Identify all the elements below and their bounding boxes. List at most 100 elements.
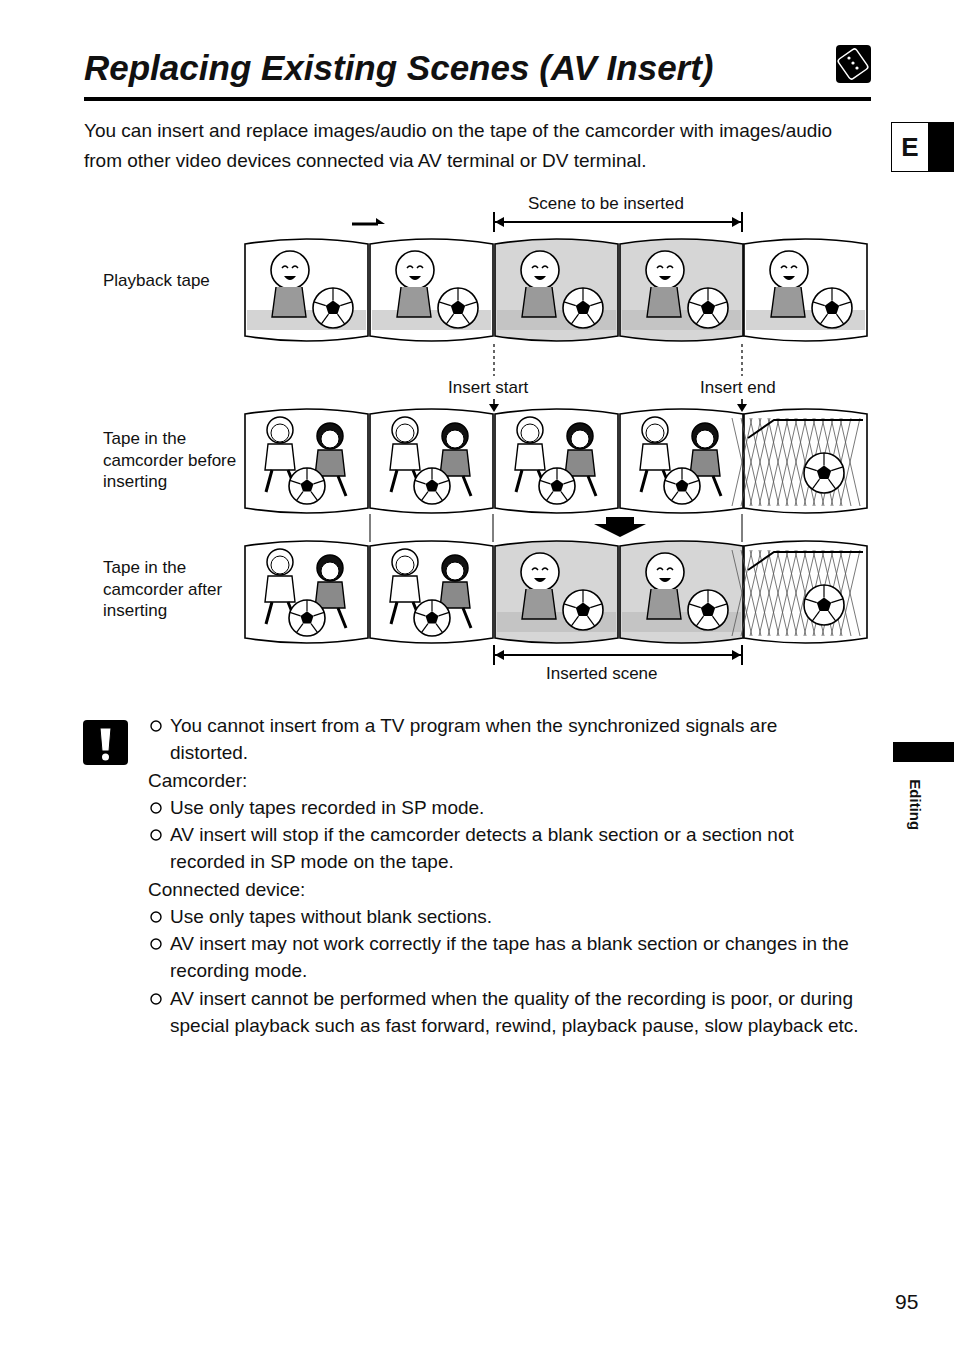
soccer-ball — [820, 314, 827, 324]
baby-figure — [532, 568, 548, 570]
remote-icon — [847, 56, 850, 59]
goal-net — [759, 418, 779, 506]
player-figure — [271, 424, 289, 442]
player-figure — [696, 430, 714, 448]
baby-figure — [647, 287, 681, 317]
soccer-ball — [439, 302, 451, 306]
soccer-ball — [590, 604, 602, 608]
soccer-ball — [301, 479, 314, 491]
page-title: Replacing Existing Scenes (AV Insert) — [84, 47, 714, 89]
player-figure — [267, 549, 293, 575]
soccer-ball — [825, 300, 839, 314]
baby-figure — [396, 251, 434, 289]
marker-label: Insert end — [700, 377, 776, 399]
soccer-ball — [551, 479, 564, 491]
baby-figure — [284, 276, 296, 280]
language-tab: E — [891, 122, 954, 172]
soccer-ball — [564, 302, 576, 306]
insert-marker — [741, 344, 742, 376]
soccer-ball — [301, 611, 314, 623]
soccer-ball — [561, 492, 568, 501]
film-frame — [370, 409, 493, 513]
soccer-ball — [805, 599, 817, 603]
range-bracket — [493, 212, 495, 232]
soccer-ball — [546, 492, 553, 501]
section-bar — [893, 742, 954, 762]
soccer-ball — [707, 288, 708, 300]
baby-figure — [781, 266, 797, 268]
soccer-ball — [414, 600, 450, 636]
player-figure — [517, 417, 543, 443]
goal-net — [777, 550, 797, 636]
soccer-ball — [715, 302, 727, 306]
baby-figure — [271, 251, 309, 289]
soccer-ball — [296, 624, 303, 633]
range-bracket — [494, 654, 742, 656]
soccer-ball — [421, 492, 428, 501]
soccer-ball — [451, 300, 465, 314]
soccer-ball — [587, 616, 594, 626]
soccer-ball — [438, 288, 478, 328]
soccer-ball — [576, 602, 590, 616]
goal-net — [786, 418, 806, 506]
soccer-ball — [831, 467, 843, 471]
soccer-ball — [812, 611, 819, 621]
player-figure — [396, 424, 414, 442]
soccer-ball — [839, 302, 851, 306]
soccer-ball — [306, 468, 307, 479]
soccer-ball — [696, 314, 703, 324]
insert-marker — [493, 344, 494, 376]
remote-icon — [851, 61, 854, 64]
player-figure — [265, 576, 295, 602]
soccer-ball — [804, 453, 844, 493]
film-frame — [370, 239, 493, 341]
baby-figure — [521, 553, 559, 591]
range-bracket — [732, 217, 741, 227]
soccer-ball — [701, 602, 715, 616]
goal-net — [777, 418, 797, 506]
guide-line — [742, 514, 743, 542]
soccer-ball — [332, 288, 333, 300]
player-figure — [442, 555, 468, 581]
soccer-ball — [289, 468, 325, 504]
soccer-ball — [582, 590, 583, 602]
baby-figure — [409, 276, 421, 280]
goal-net — [759, 418, 779, 506]
note-heading: Camcorder: — [148, 767, 448, 794]
soccer-ball — [804, 585, 844, 625]
film-frame — [620, 409, 743, 513]
soccer-ball — [590, 302, 602, 306]
goal-net — [777, 550, 797, 636]
soccer-ball — [805, 467, 817, 471]
soccer-ball — [296, 492, 303, 501]
soccer-ball — [314, 302, 326, 306]
soccer-ball — [587, 314, 594, 324]
soccer-ball — [817, 597, 831, 611]
bullet-mark — [151, 912, 161, 922]
caution-icon — [83, 720, 128, 765]
player-figure — [390, 444, 420, 470]
soccer-ball — [321, 314, 328, 324]
row-label: Tape in the camcorder before inserting — [103, 428, 238, 493]
note-text: AV insert will stop if the camcorder det… — [170, 821, 860, 875]
soccer-ball — [689, 302, 701, 306]
soccer-ball — [306, 600, 307, 611]
range-bracket — [741, 645, 743, 665]
baby-figure — [646, 553, 684, 591]
baby-figure — [646, 251, 684, 289]
soccer-ball — [686, 492, 693, 501]
player-figure — [571, 430, 589, 448]
soccer-ball — [671, 492, 678, 501]
soccer-ball — [564, 480, 575, 483]
range-bracket — [732, 650, 741, 660]
soccer-ball — [812, 288, 852, 328]
film-frame — [495, 409, 618, 513]
player-figure — [640, 444, 670, 470]
soccer-ball — [712, 616, 719, 626]
soccer-ball — [563, 288, 603, 328]
note-text: You cannot insert from a TV program when… — [170, 712, 860, 766]
motion-arrow — [376, 218, 385, 224]
goal-net — [732, 418, 752, 506]
film-frame — [245, 541, 368, 643]
soccer-ball — [831, 599, 843, 603]
